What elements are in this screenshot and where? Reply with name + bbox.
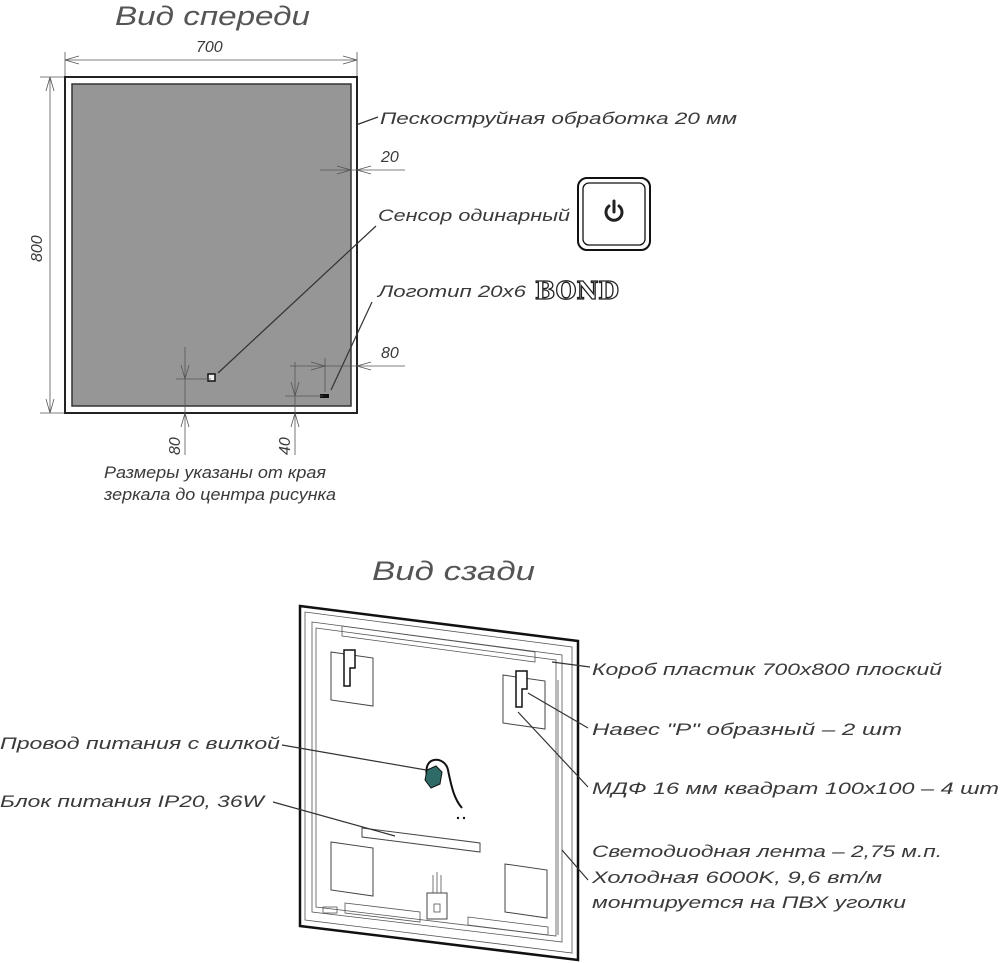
logo-label: Логотип 20х6 [377,282,527,301]
logo-right-offset: 80 [381,345,399,362]
mdf-square [330,841,374,897]
logo-marker [320,394,329,398]
led-label-line-3: монтируется на ПВХ уголки [592,893,907,912]
mdf-square [502,674,546,730]
note-line-1: Размеры указаны от края [104,463,326,482]
psu-label: Блок питания IP20, 36W [0,792,267,811]
power-supply [361,827,481,853]
height-dimension: 800 [29,235,46,262]
sensor-bottom-offset: 80 [167,437,184,455]
led-label-line-1: Светодиодная лента – 2,75 м.п. [592,842,942,861]
p-hanger [343,649,356,687]
hanger-label: Навес "P" образный – 2 шт [592,720,902,739]
mdf-square [504,863,548,919]
note-line-2: зеркала до центра рисунка [103,485,336,504]
p-hanger [515,670,528,708]
plastic-box [311,621,563,943]
bond-logo: BOND [535,276,619,305]
sensor-marker [207,373,216,382]
connector-box [426,892,448,920]
back-view: Вид сзади Короб пластик 700х800 пл [0,556,999,962]
led-label-line-2: Холодная 6000K, 9,6 вт/м [591,868,883,887]
sensor-label: Сенсор одинарный [378,206,571,225]
sandblast-dimension: 20 [380,149,399,166]
front-view-title: Вид спереди [115,1,310,31]
box-label: Короб пластик 700х800 плоский [592,660,943,679]
front-view: Вид спереди 700 800 Пескоструйная обрабо… [29,1,737,504]
power-icon [604,199,624,222]
mdf-label: МДФ 16 мм квадрат 100х100 – 4 шт [592,779,999,798]
width-dimension: 700 [196,39,223,56]
power-cable [424,758,466,820]
mdf-square [330,651,374,707]
sensor-button-illustration [577,177,651,251]
cable-label: Провод питания с вилкой [0,734,281,753]
sandblast-label: Пескоструйная обработка 20 мм [380,109,737,128]
logo-bottom-offset: 40 [277,437,294,455]
top-led-strip [341,625,536,663]
mirror-glass [71,83,352,407]
back-view-title: Вид сзади [372,556,535,586]
